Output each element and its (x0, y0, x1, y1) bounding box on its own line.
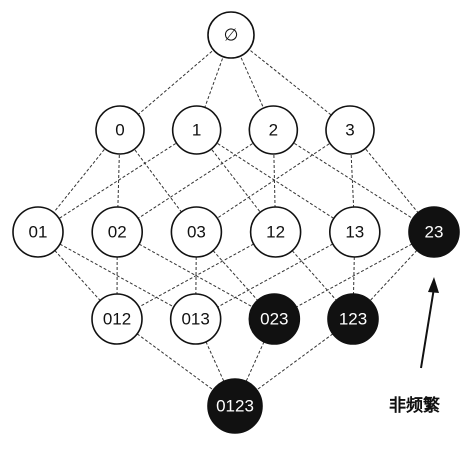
node-label-023: 023 (260, 309, 288, 328)
node-circle-123 (327, 293, 379, 345)
node-circle-03 (170, 206, 223, 258)
node-2: 2 (248, 105, 299, 155)
annotation-arrowhead (428, 277, 439, 293)
node-label-3: 3 (345, 120, 354, 139)
node-label-123: 123 (339, 309, 367, 328)
edge-empty-3 (230, 34, 351, 131)
node-circle-empty (207, 11, 255, 59)
edge-1-01 (37, 129, 197, 233)
node-label-012: 012 (103, 309, 131, 328)
node-circle-3 (325, 105, 375, 155)
node-circle-02 (91, 206, 143, 258)
node-circle-23 (408, 206, 460, 258)
node-1: 1 (171, 105, 222, 155)
edge-2-23 (273, 129, 435, 233)
node-12: 12 (249, 206, 302, 258)
node-label-13: 13 (345, 222, 364, 241)
edge-23-023 (274, 231, 435, 320)
node-label-1: 1 (192, 120, 201, 139)
node-circle-13 (328, 206, 381, 258)
node-label-01: 01 (29, 222, 48, 241)
node-label-12: 12 (266, 222, 285, 241)
node-3: 3 (325, 105, 375, 155)
edge-3-03 (196, 129, 351, 233)
node-label-0: 0 (115, 120, 124, 139)
annotation-arrow (420, 287, 435, 369)
edge-1-13 (196, 129, 356, 233)
node-01: 01 (12, 206, 64, 258)
node-03: 03 (170, 206, 223, 258)
annotation: 非频繁 (389, 277, 441, 416)
node-label-013: 013 (181, 309, 209, 328)
node-circle-0123 (207, 378, 263, 434)
node-023: 023 (248, 293, 301, 345)
node-circle-012 (91, 293, 143, 345)
node-label-2: 2 (269, 120, 278, 139)
node-circle-013 (169, 293, 222, 345)
node-label-23: 23 (425, 222, 444, 241)
node-circle-023 (248, 293, 301, 345)
edge-2-02 (116, 129, 274, 233)
annotation-label: 非频繁 (389, 395, 441, 416)
node-13: 13 (328, 206, 381, 258)
node-23: 23 (408, 206, 460, 258)
node-0123: 0123 (207, 378, 263, 434)
node-013: 013 (169, 293, 222, 345)
node-label-empty: ∅ (224, 25, 239, 44)
node-label-02: 02 (108, 222, 127, 241)
node-circle-1 (171, 105, 222, 155)
edge-13-013 (195, 231, 356, 320)
node-empty: ∅ (207, 11, 255, 59)
node-circle-0 (95, 105, 145, 155)
node-123: 123 (327, 293, 379, 345)
edge-12-012 (116, 231, 276, 320)
node-circle-01 (12, 206, 64, 258)
node-label-03: 03 (187, 222, 206, 241)
edge-01-013 (37, 231, 196, 320)
node-012: 012 (91, 293, 143, 345)
node-label-0123: 0123 (216, 396, 254, 415)
node-circle-2 (248, 105, 299, 155)
node-circle-12 (249, 206, 302, 258)
node-02: 02 (91, 206, 143, 258)
node-0: 0 (95, 105, 145, 155)
